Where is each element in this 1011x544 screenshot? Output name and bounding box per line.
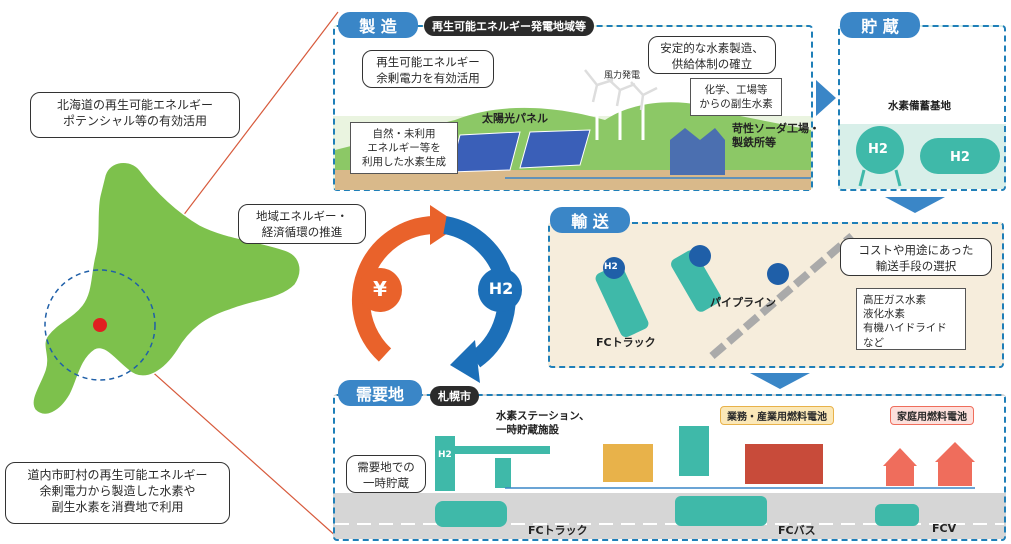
arrow-to-demand bbox=[750, 373, 810, 389]
h2-cycle-badge: H2 bbox=[488, 279, 514, 298]
energy-cycle bbox=[325, 195, 545, 395]
production-title: 製 造 bbox=[338, 12, 418, 38]
label-hydrogen-station: 水素ステーション、 一時貯蔵施設 bbox=[496, 410, 590, 436]
arrow-to-transport bbox=[885, 197, 945, 213]
label-pipeline: パイプライン bbox=[710, 296, 776, 309]
label-industrial-fuel-cell: 業務・産業用燃料電池 bbox=[720, 406, 834, 425]
label-fcv: FCV bbox=[932, 522, 957, 535]
label-solar-panels: 太陽光パネル bbox=[482, 112, 548, 125]
callout-stable-supply: 安定的な水素製造、 供給体制の確立 bbox=[648, 36, 776, 74]
callout-regional-cycle: 地域エネルギー・ 経済循環の推進 bbox=[238, 204, 366, 244]
storage-title: 貯 蔵 bbox=[840, 12, 920, 38]
callout-transport-choice: コストや用途にあった 輸送手段の選択 bbox=[840, 238, 992, 276]
callout-hokkaido-potential: 北海道の再生可能エネルギー ポテンシャル等の有効活用 bbox=[30, 92, 240, 138]
transport-title: 輸 送 bbox=[550, 207, 630, 233]
callout-surplus-power: 再生可能エネルギー 余剰電力を有効活用 bbox=[362, 50, 494, 88]
callout-municipal-hydrogen: 道内市町村の再生可能エネルギー 余剰電力から製造した水素や 副生水素を消費地で利… bbox=[5, 462, 230, 524]
h2-station-label: H2 bbox=[438, 450, 452, 460]
label-fc-bus: FCバス bbox=[778, 524, 816, 537]
callout-temporary-storage: 需要地での 一時貯蔵 bbox=[346, 455, 426, 493]
note-natural-energy: 自然・未利用 エネルギー等を 利用した水素生成 bbox=[350, 122, 458, 174]
note-transport-forms: 高圧ガス水素 液化水素 有機ハイドライド など bbox=[856, 288, 966, 350]
storage-tanks bbox=[842, 120, 1004, 188]
transport-scene bbox=[552, 226, 1002, 366]
label-household-fuel-cell: 家庭用燃料電池 bbox=[890, 406, 974, 425]
h2-tank-sphere-label: H2 bbox=[868, 142, 888, 157]
demand-scene bbox=[335, 396, 1004, 540]
arrow-to-storage bbox=[816, 80, 836, 116]
label-wind-power: 風力発電 bbox=[604, 71, 641, 81]
hokkaido-map bbox=[0, 0, 340, 544]
label-hydrogen-reserve: 水素備蓄基地 bbox=[888, 100, 951, 112]
h2-truck-badge: H2 bbox=[604, 262, 618, 272]
label-fc-truck: FCトラック bbox=[528, 524, 588, 537]
note-byproduct-hydrogen: 化学、工場等 からの副生水素 bbox=[690, 78, 782, 116]
yen-icon: ¥ bbox=[373, 277, 387, 301]
h2-tank-cylinder-label: H2 bbox=[950, 150, 970, 165]
demand-title: 需要地 bbox=[338, 380, 422, 406]
production-region-tag: 再生可能エネルギー発電地域等 bbox=[424, 16, 594, 36]
label-factory: 苛性ソーダ工場・ 製鉄所等 bbox=[732, 122, 820, 150]
demand-city-tag: 札幌市 bbox=[430, 386, 479, 406]
label-fc-truck-transport: FCトラック bbox=[596, 336, 656, 349]
